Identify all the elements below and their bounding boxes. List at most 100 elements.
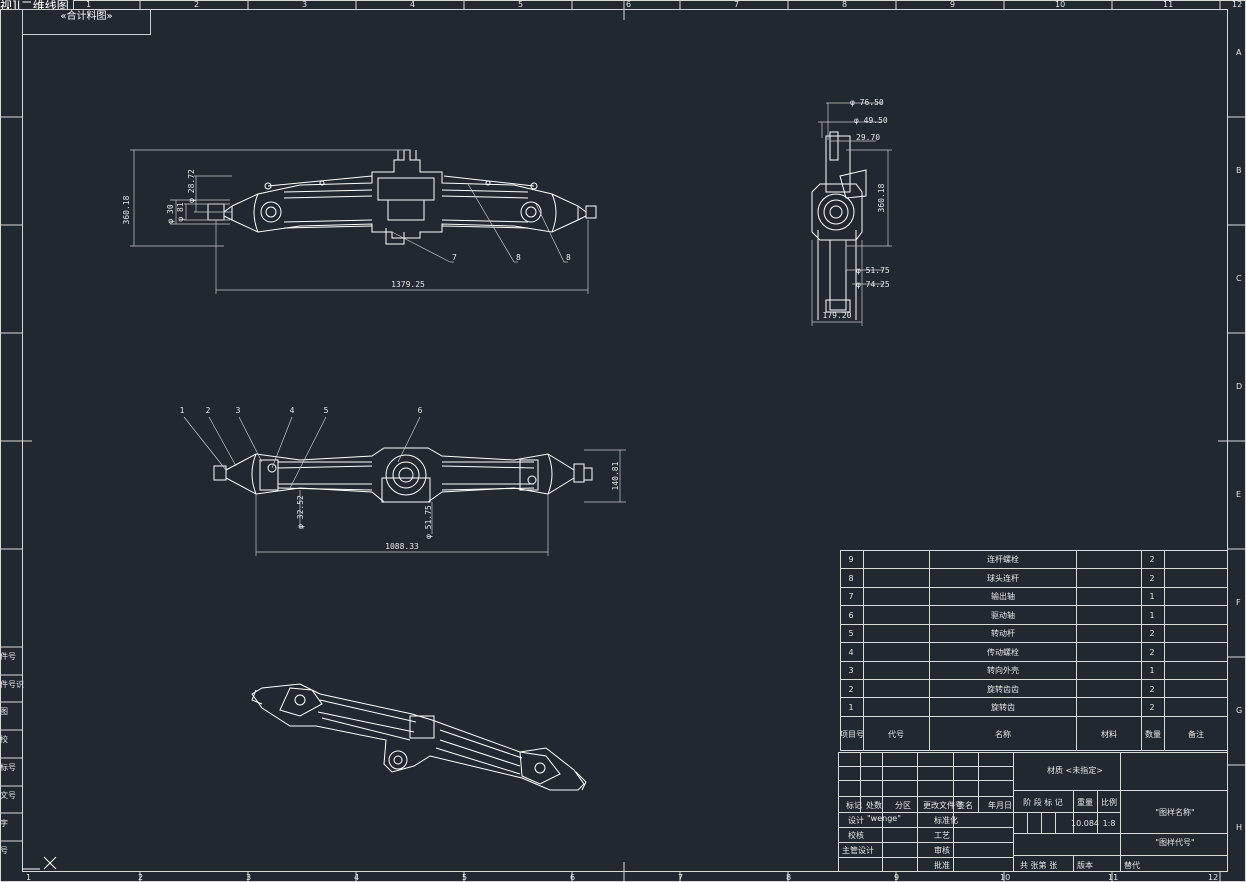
balloon: 7 [452,253,457,262]
drawing-text: 材料 [1101,729,1117,739]
zone-number: 4 [354,873,359,882]
strip-label: 件号 [0,651,16,661]
balloon: 1 [180,406,185,415]
balloon: 8 [516,253,521,262]
dim-front-width: 1379.25 [391,280,425,289]
zone-number: 5 [518,0,523,9]
balloon: 8 [566,253,571,262]
tb-weight: 10.084 [1071,819,1099,828]
dim-front-d3: φ 28.72 [187,169,196,203]
drawing-text: 旋转齿齿 [987,684,1019,694]
drawing-text: 1 [1149,611,1154,620]
zone-number: 9 [950,0,955,9]
tb-stage-label: 阶 段 标 记 [1023,797,1063,807]
front-view: 360.18 φ 30 φ 81 φ 28.72 1379.25 7 8 8 [122,149,597,294]
zone-number: 10 [1055,0,1065,9]
drawing-text: 球头连杆 [987,573,1019,583]
tb-col-label: 签名 [957,800,973,810]
zone-letter: F [1236,598,1241,607]
zone-number: 8 [842,0,847,9]
zone-letter: A [1236,48,1242,57]
drawing-text: 传动螺栓 [987,647,1019,657]
border-bottom-numbers: 1 2 3 4 5 6 7 8 9 10 11 12 [26,873,1218,882]
tb-designer: "wenge" [867,814,901,823]
drawing-text: 备注 [1188,729,1204,739]
tb-weight-label: 重量 [1077,797,1093,807]
strip-label: 图 [0,707,8,716]
bom-header-row: 项目号 代号 名称 材料 数量 备注 [840,729,1204,739]
tb-design-label: 设计 [848,815,864,825]
drawing-text: 8 [848,574,853,583]
zone-letter: D [1236,382,1242,391]
zone-number: 1 [26,873,31,882]
bom-row: 1 旋转齿 2 [848,702,1154,712]
zone-number: 11 [1163,0,1173,9]
drawing-text: 旋转齿 [991,702,1015,712]
drawing-text: 转动杆 [991,628,1015,638]
tb-col-label: 分区 [895,801,911,810]
tb-replace: 替代 [1124,860,1140,870]
drawing-text: 数量 [1145,729,1161,739]
drawing-text: 连杆螺栓 [987,554,1019,564]
drawing-text: 5 [848,629,853,638]
strip-label: 文号 [0,790,16,800]
tb-sheets: 共 张第 张 [1020,860,1057,870]
zone-letter: G [1236,706,1242,715]
strip-label: 号 [0,846,8,855]
dim-side-width: 179.20 [823,311,852,320]
tb-material: 材质 <未指定> [1047,765,1103,775]
dim-front-height: 360.18 [122,195,131,224]
balloon: 5 [324,406,329,415]
drawing-text: 4 [848,648,853,657]
zone-letter: B [1236,166,1242,175]
zone-number: 12 [1232,0,1242,9]
dim-side-d5: φ 74.25 [856,280,890,289]
zone-number: 12 [1208,873,1218,882]
border-side-letters: A B C D E F G H [1236,48,1242,832]
drawing-text: 2 [1149,703,1154,712]
drawing-text: 3 [848,666,853,675]
drawing-text: 2 [1149,685,1154,694]
balloon: 3 [236,406,241,415]
strip-label: 字 [0,818,8,828]
dim-front-d2: φ 81 [176,202,185,221]
zone-number: 8 [786,873,791,882]
tb-part-code: "图样代号" [1155,837,1194,847]
dim-top-d1: φ 32.52 [296,495,305,529]
zone-number: 7 [678,873,683,882]
top-view: 1 2 3 4 5 6 140.81 φ 32.52 φ 51.75 1088.… [180,406,626,556]
strip-label: 校 [0,734,8,744]
dim-side-d2: φ 49.50 [854,116,888,125]
dim-side-d3: 29.70 [856,133,880,142]
tb-review: 审核 [934,845,950,855]
zone-number: 2 [194,0,199,9]
zone-number: 5 [462,873,467,882]
drawing-text: 1 [1149,592,1154,601]
bottom-zone-ticks [139,862,1221,882]
drawing-tab-label[interactable]: 视]|二维线图 [0,0,74,10]
zone-number: 7 [734,0,739,9]
balloon: 4 [290,406,295,415]
zone-number: 3 [302,0,307,9]
tb-col-label: 年月日 [988,800,1012,810]
drawing-text: 1 [848,703,853,712]
view-label: «合计料图» [22,9,151,35]
dim-side-d1: φ 76.50 [850,98,884,107]
zone-number: 4 [410,0,415,9]
balloon: 2 [206,406,211,415]
side-view: φ 76.50 φ 49.50 29.70 360.18 φ 51.75 φ 7… [811,98,892,326]
zone-number: 3 [246,873,251,882]
dim-top-height: 140.81 [611,461,620,490]
drawing-text: 2 [1149,574,1154,583]
border-top-numbers: 1 2 3 4 5 6 7 8 9 10 11 12 [86,0,1242,9]
tb-chief: 主管设计 [842,845,874,855]
left-binding-strip: 件号 件号识 图 校 标号 文号 字 号 [0,646,24,855]
